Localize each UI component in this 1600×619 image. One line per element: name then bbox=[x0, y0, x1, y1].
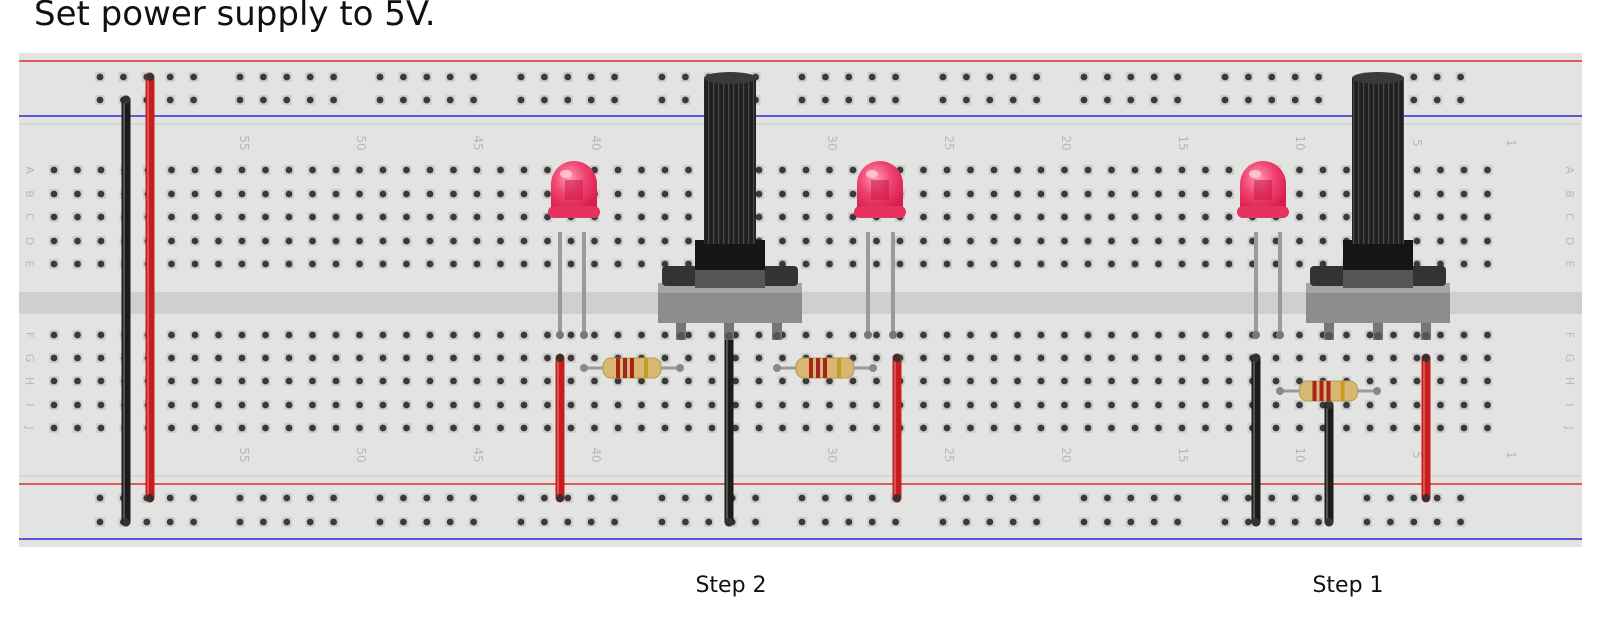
step-1-label: Step 1 bbox=[1312, 573, 1384, 598]
step1-led bbox=[1237, 161, 1289, 339]
column-number: 15 bbox=[1176, 447, 1190, 462]
column-number: 5 bbox=[1410, 139, 1424, 147]
row-letter: F bbox=[1563, 332, 1576, 338]
row-letter: A bbox=[23, 166, 36, 174]
column-number: 50 bbox=[354, 447, 368, 462]
row-letter: C bbox=[1563, 213, 1576, 221]
step1-potentiometer bbox=[1306, 72, 1450, 340]
column-number: 1 bbox=[1504, 139, 1518, 147]
row-letter: F bbox=[23, 332, 36, 338]
step1-resistor bbox=[1276, 380, 1381, 402]
row-letter: D bbox=[23, 237, 36, 245]
column-number: 40 bbox=[589, 447, 603, 462]
column-number: 45 bbox=[471, 135, 485, 150]
column-number: 40 bbox=[589, 135, 603, 150]
column-number: 30 bbox=[825, 447, 839, 462]
step2-resistor-2 bbox=[773, 357, 877, 379]
row-letter: G bbox=[1563, 354, 1576, 363]
column-number: 50 bbox=[354, 135, 368, 150]
column-number: 20 bbox=[1059, 135, 1073, 150]
column-number: 45 bbox=[471, 447, 485, 462]
column-number: 30 bbox=[825, 135, 839, 150]
instruction-title: Set power supply to 5V. bbox=[34, 0, 436, 34]
step-2-label: Step 2 bbox=[695, 573, 767, 598]
row-letter: J bbox=[1563, 425, 1576, 429]
column-number: 15 bbox=[1176, 135, 1190, 150]
column-number: 25 bbox=[942, 135, 956, 150]
column-number: 5 bbox=[1410, 451, 1424, 459]
row-letter: D bbox=[1563, 237, 1576, 245]
row-letter: E bbox=[1563, 261, 1576, 268]
step2-resistor-1 bbox=[580, 357, 684, 379]
row-letter: H bbox=[23, 377, 36, 385]
row-letter: I bbox=[23, 403, 36, 406]
row-letter: H bbox=[1563, 377, 1576, 385]
components bbox=[121, 72, 1450, 527]
row-letter: B bbox=[1563, 190, 1576, 198]
row-letter: G bbox=[23, 354, 36, 363]
row-letter: A bbox=[1563, 166, 1576, 174]
column-number: 55 bbox=[237, 447, 251, 462]
column-number: 10 bbox=[1293, 447, 1307, 462]
column-number: 10 bbox=[1293, 135, 1307, 150]
column-number: 1 bbox=[1504, 451, 1518, 459]
row-letter: J bbox=[23, 425, 36, 429]
row-letter: I bbox=[1563, 403, 1576, 406]
column-number: 25 bbox=[942, 447, 956, 462]
column-number: 55 bbox=[237, 135, 251, 150]
step2-led-2 bbox=[854, 161, 906, 339]
row-letter: B bbox=[23, 190, 36, 198]
step2-potentiometer bbox=[658, 72, 802, 340]
row-letter: C bbox=[23, 213, 36, 221]
column-number: 20 bbox=[1059, 447, 1073, 462]
step2-led-1 bbox=[548, 161, 600, 339]
row-letter: E bbox=[23, 261, 36, 268]
